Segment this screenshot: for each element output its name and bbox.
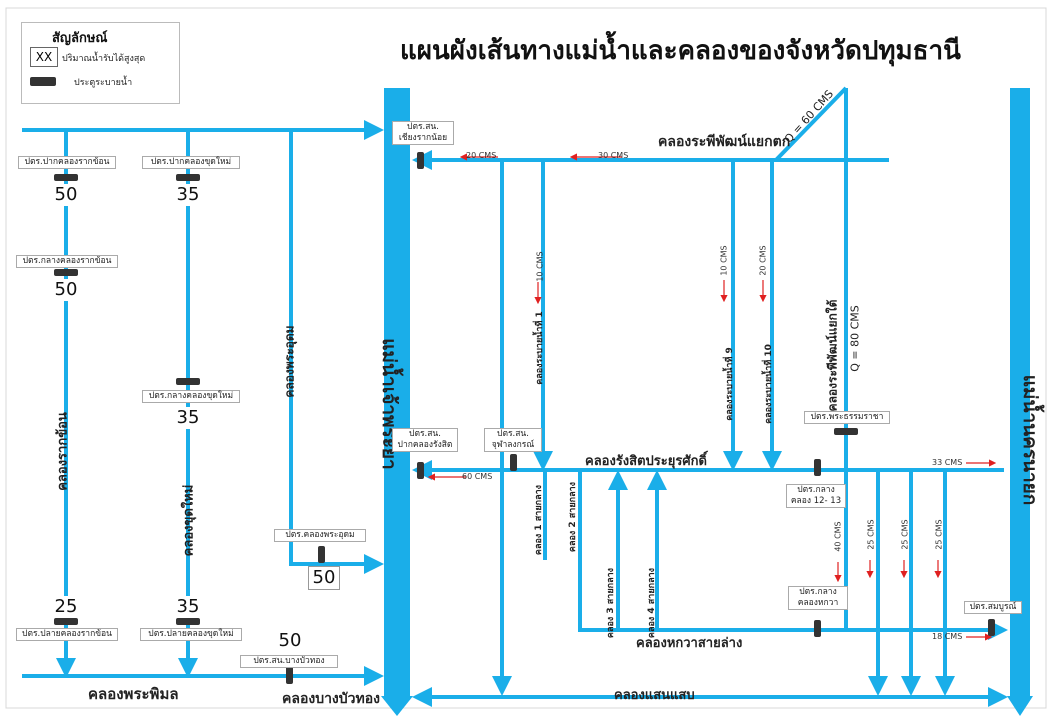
- legend-heading: สัญลักษณ์: [52, 31, 108, 46]
- gate-label-plai-chut-mai: ปตร.ปลายคลองขุดใหม่: [140, 628, 242, 641]
- flow-25b: 25 CMS: [900, 519, 910, 550]
- flow-40: 40 CMS: [833, 521, 843, 552]
- gate-klang-rak-yon: [54, 269, 78, 276]
- flow-20a: 20 CMS: [466, 151, 497, 160]
- k2-canal: [578, 472, 1008, 640]
- gate-label-bang-bua-thong: ปตร.สน.บางบัวทอง: [240, 655, 338, 668]
- k3-label: คลอง 3 สายกลาง: [606, 567, 616, 639]
- k4-label: คลอง 4 สายกลาง: [647, 567, 657, 639]
- raphiphat-yaek-tok-label: คลองระพีพัฒน์แยกตก: [658, 134, 791, 150]
- flow-33: 33 CMS: [932, 458, 963, 467]
- gate-klang-chut-mai: [176, 378, 200, 385]
- gate-label-klang-rak-yon: ปตร.กลางคลองรากข้อน: [16, 255, 118, 268]
- gate-label-pak-rak-yon: ปตร.ปากคลองรากข้อน: [18, 156, 116, 169]
- gate-label-phra-udom: ปตร.คลองพระอุดม: [274, 529, 366, 542]
- capacity-pak-rak-yon: 50: [52, 184, 80, 206]
- gate-label-chiang-rak: ปตร.สน.เชียงรากน้อย: [392, 121, 454, 145]
- gate-klang-hok-wa: [814, 620, 821, 637]
- gate-label-pak-chut-mai: ปตร.ปากคลองขุดใหม่: [142, 156, 240, 169]
- chao-phraya-label: แม่น้ำเจ้าพระยา: [378, 338, 400, 470]
- flow-18: 18 CMS: [932, 632, 963, 641]
- page-title: แผนผังเส้นทางแม่น้ำและคลองของจังหวัดปทุม…: [400, 36, 961, 66]
- gate-label-klang-12-13: ปตร.กลางคลอง 12- 13: [786, 484, 846, 508]
- flow-60: 60 CMS: [462, 472, 493, 481]
- capacity-phra-udom: 50: [308, 566, 340, 590]
- gate-chiang-rak: [417, 152, 424, 169]
- raphiphat-yaek-tai-label: คลองระพีพัฒน์แยกใต้: [825, 299, 840, 412]
- gate-plai-chut-mai: [176, 618, 200, 625]
- gate-label-plai-rak-yon: ปตร.ปลายคลองรากข้อน: [16, 628, 118, 641]
- gate-label-klang-chut-mai: ปตร.กลางคลองขุดใหม่: [142, 390, 240, 403]
- rangsit-label: คลองรังสิตประยุรศักดิ์: [585, 454, 707, 469]
- phra-phimon-label: คลองพระพิมล: [88, 685, 179, 703]
- drain-10-label: คลองระบายน้ำที่ 10: [764, 344, 774, 424]
- gate-pak-rangsit: [417, 462, 424, 479]
- chao-phraya-river: [381, 88, 413, 716]
- nakhon-nayok-label: แม่น้ำนครนายก: [1019, 374, 1041, 506]
- chut-mai-label: คลองขุดใหม่: [181, 484, 197, 557]
- capacity-klang-rak-yon: 50: [52, 279, 80, 301]
- legend-gate-text: ประตูระบายน้ำ: [74, 78, 133, 88]
- saen-saep-label: คลองแสนแสบ: [614, 688, 695, 703]
- gate-phra-udom: [318, 546, 325, 563]
- gate-label-sombun: ปตร.สมบูรณ์: [964, 601, 1022, 614]
- flow-30: 30 CMS: [598, 151, 629, 160]
- flow-25a: 25 CMS: [866, 519, 876, 550]
- gate-klang-12-13: [814, 459, 821, 476]
- capacity-plai-chut-mai: 35: [174, 596, 202, 618]
- capacity-plai-rak-yon: 25: [52, 596, 80, 618]
- gate-label-chulalongkorn: ปตร.สน.จุฬาลงกรณ์: [484, 428, 542, 452]
- bang-bua-thong-label: คลองบางบัวทอง: [282, 691, 380, 707]
- gate-bang-bua-thong: [286, 666, 293, 684]
- flow-q80: Q = 80 CMS: [848, 305, 862, 372]
- gate-phra-thammaracha: [834, 428, 858, 435]
- flow-10b: 10 CMS: [719, 245, 729, 276]
- gate-chulalongkorn: [510, 454, 517, 471]
- legend: สัญลักษณ์ XX ปริมาณน้ำรับได้สูงสุด ประตู…: [21, 22, 180, 104]
- phra-udom-label: คลองพระอุดม: [282, 325, 297, 398]
- capacity-pak-chut-mai: 35: [174, 184, 202, 206]
- gate-label-phra-thammaracha: ปตร.พระธรรมราชา: [804, 411, 890, 424]
- drain-9-label: คลองระบายน้ำที่ 9: [725, 347, 735, 421]
- gate-sombun: [988, 619, 995, 636]
- capacity-bang-bua-thong: 50: [275, 630, 305, 652]
- k1-label: คลอง 1 สายกลาง: [534, 484, 544, 556]
- gate-label-klang-hok-wa: ปตร.กลางคลองหกวา: [788, 586, 848, 610]
- legend-xx-box: XX: [30, 47, 58, 67]
- gate-label-pak-rangsit: ปตร.สน.ปากคลองรังสิต: [392, 428, 458, 452]
- rak-yon-label: คลองรากข้อน: [55, 412, 71, 491]
- hok-wa-lang-label: คลองหกวาสายล่าง: [636, 636, 743, 651]
- flow-10a: 10 CMS: [535, 251, 545, 282]
- gate-pak-rak-yon: [54, 174, 78, 181]
- gate-pak-chut-mai: [176, 174, 200, 181]
- flow-25c: 25 CMS: [934, 519, 944, 550]
- legend-gate-symbol: [30, 77, 56, 86]
- drain-1-label: คลองระบายน้ำที่ 1: [535, 311, 545, 385]
- k2-label: คลอง 2 สายกลาง: [568, 481, 578, 553]
- flow-20b: 20 CMS: [758, 245, 768, 276]
- raphiphat-feeder: [774, 86, 848, 162]
- nakhon-nayok-river: [1007, 88, 1033, 716]
- phra-udom-canal: [289, 130, 384, 574]
- capacity-klang-chut-mai: 35: [174, 407, 202, 429]
- gate-plai-rak-yon: [54, 618, 78, 625]
- legend-xx-text: ปริมาณน้ำรับได้สูงสุด: [62, 54, 146, 64]
